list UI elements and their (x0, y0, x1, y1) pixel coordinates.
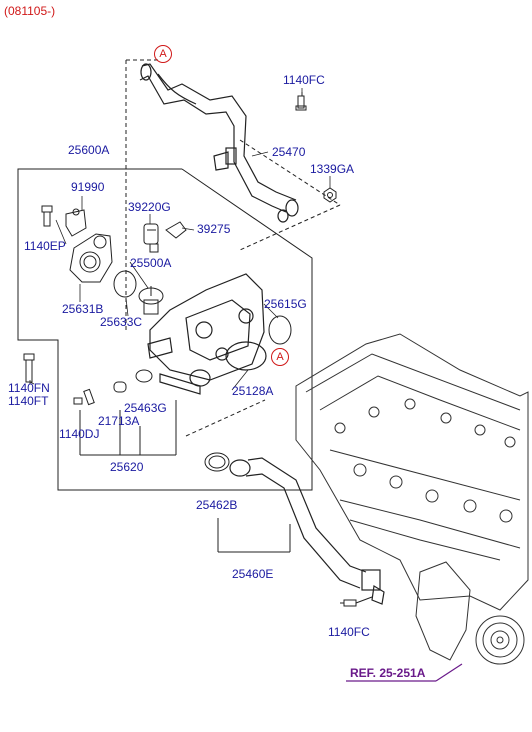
label-39220g: 39220G (128, 200, 171, 214)
nut-1339ga (323, 187, 337, 203)
bolt-1140fc-top (295, 92, 307, 111)
o-ring-25615g (268, 315, 292, 345)
o-ring-25463g (135, 369, 153, 383)
label-91990: 91990 (71, 180, 105, 194)
bracket-lines-25460e (217, 518, 291, 553)
label-1140ep: 1140EP (24, 239, 66, 253)
bolt-1140ep (41, 205, 53, 227)
label-25631b: 25631B (62, 302, 104, 316)
label-1140fc-top: 1140FC (283, 73, 325, 87)
fitting-25631b (69, 233, 113, 283)
label-39275: 39275 (197, 222, 231, 236)
label-25615g: 25615G (264, 297, 307, 311)
lower-water-pipe (229, 457, 385, 605)
o-ring-25633c (113, 270, 137, 298)
label-25620: 25620 (110, 460, 144, 474)
label-1339ga: 1339GA (310, 162, 355, 176)
housing-group-outline (17, 168, 313, 491)
label-25463g: 25463G (124, 401, 167, 415)
label-1140ft: 1140FT (8, 394, 49, 408)
dashed-leader-pipe (239, 139, 341, 206)
plug-21713a (113, 381, 127, 393)
gasket-25462b (204, 452, 230, 472)
label-25470: 25470 (272, 145, 306, 159)
callout-a-right: A (271, 348, 289, 366)
label-25128a: 25128A (232, 384, 274, 398)
bolt-1140fn (23, 353, 35, 383)
bolt-1140dj (73, 388, 95, 406)
bracket-91990 (65, 208, 87, 237)
bracket-lines-25620 (79, 400, 177, 456)
label-25600a: 25600A (68, 143, 110, 157)
engine-block (295, 333, 529, 611)
water-pump (415, 561, 525, 665)
label-25500a: 25500A (130, 256, 172, 270)
sensor-39220g (143, 223, 159, 253)
thermostat-housing-body (147, 273, 267, 395)
label-1140fc-bottom: 1140FC (328, 625, 370, 639)
label-25633c: 25633C (100, 315, 143, 329)
label-1140dj: 1140DJ (59, 427, 100, 441)
thermostat-25500a (138, 286, 164, 315)
callout-a-top: A (154, 45, 172, 63)
label-21713a: 21713A (98, 414, 140, 428)
label-1140fn: 1140FN (8, 381, 50, 395)
bolt-1140fc-bottom (340, 596, 373, 607)
label-25460e: 25460E (232, 567, 274, 581)
clip-39275 (165, 221, 187, 239)
date-code: (081105-) (4, 4, 56, 18)
upper-water-pipe (139, 63, 299, 223)
label-25462b: 25462B (196, 498, 238, 512)
reference-link[interactable]: REF. 25-251A (350, 666, 426, 680)
